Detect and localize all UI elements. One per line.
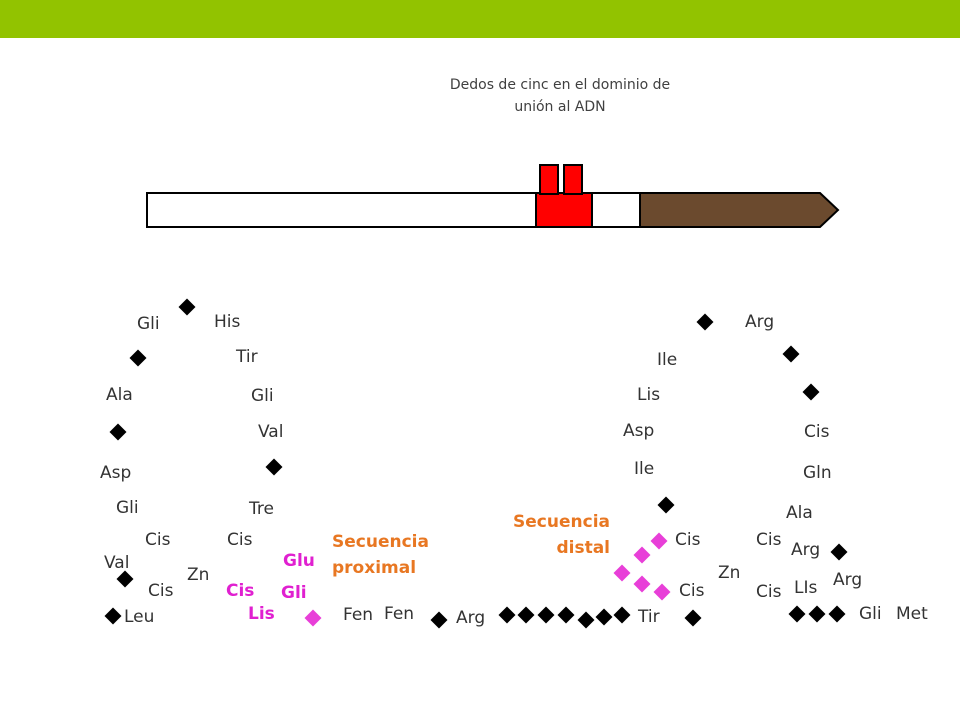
- marker-diamond: [595, 608, 613, 626]
- marker-diamond: [557, 606, 575, 624]
- title-line-2: unión al ADN: [514, 99, 606, 115]
- marker-diamond: [828, 605, 846, 623]
- residue-label: Gln: [803, 463, 832, 483]
- marker-diamond: [265, 458, 283, 476]
- residue-label: Ile: [634, 459, 655, 479]
- residue-label: Leu: [124, 607, 155, 627]
- marker-diamond: [116, 570, 134, 588]
- marker-diamond: [109, 423, 127, 441]
- residue-label: Val: [258, 422, 284, 442]
- residue-label: Asp: [623, 421, 655, 441]
- marker-diamond: [830, 543, 848, 561]
- marker-diamond-magenta: [633, 575, 651, 593]
- marker-diamond: [517, 606, 535, 624]
- residue-label: Cis: [756, 530, 782, 550]
- residue-label: Ala: [786, 503, 813, 523]
- marker-diamond: [782, 345, 800, 363]
- zinc-finger-block: [535, 192, 593, 228]
- residue-label-magenta: Cis: [226, 581, 255, 601]
- residue-label: Lis: [637, 385, 661, 405]
- marker-diamond-magenta: [304, 609, 322, 627]
- residue-label: Ala: [106, 385, 133, 405]
- residue-label: Gli: [137, 314, 160, 334]
- terminal-arrow-block: [639, 192, 840, 228]
- marker-diamond-magenta: [650, 532, 668, 550]
- marker-diamond: [104, 607, 122, 625]
- residue-label: Cis: [679, 581, 705, 601]
- residue-label: Gli: [859, 604, 882, 624]
- residue-label: Cis: [756, 582, 782, 602]
- residue-label-magenta: Lis: [248, 604, 275, 624]
- residue-label: Tre: [249, 499, 274, 519]
- residue-label: Cis: [227, 530, 253, 550]
- header-bar: [0, 0, 960, 38]
- marker-diamond: [684, 609, 702, 627]
- residue-label: Cis: [804, 422, 830, 442]
- marker-diamond-magenta: [633, 546, 651, 564]
- marker-diamond: [129, 349, 147, 367]
- marker-diamond: [430, 611, 448, 629]
- residue-label: Arg: [745, 312, 775, 332]
- residue-label: Cis: [148, 581, 174, 601]
- distal-line-1: Secuencia: [513, 512, 610, 532]
- residue-label-magenta: Gli: [281, 583, 307, 603]
- marker-diamond-magenta: [653, 583, 671, 601]
- marker-diamond: [802, 383, 820, 401]
- residue-label: Gli: [116, 498, 139, 518]
- residue-label: Met: [896, 604, 928, 624]
- marker-diamond: [696, 313, 714, 331]
- residue-label: Tir: [236, 347, 258, 367]
- distal-line-2: distal: [556, 538, 610, 558]
- residue-label: His: [214, 312, 241, 332]
- marker-diamond: [788, 605, 806, 623]
- residue-label: Arg: [456, 608, 486, 628]
- marker-diamond: [808, 605, 826, 623]
- marker-diamond: [178, 298, 196, 316]
- title-line-1: Dedos de cinc en el dominio de: [449, 77, 671, 93]
- marker-diamond: [537, 606, 555, 624]
- marker-diamond: [498, 606, 516, 624]
- residue-label: Ile: [657, 350, 678, 370]
- residue-label: Fen: [384, 604, 415, 624]
- residue-label: Cis: [145, 530, 171, 550]
- marker-diamond: [613, 606, 631, 624]
- zinc-label: Zn: [718, 563, 741, 583]
- zinc-finger-tab-2: [563, 164, 583, 195]
- residue-label: Gli: [251, 386, 274, 406]
- zinc-finger-tab-1: [539, 164, 559, 195]
- proximal-line-2: proximal: [332, 558, 417, 578]
- residue-label: Fen: [343, 605, 374, 625]
- zinc-label: Zn: [187, 565, 210, 585]
- residue-label: Asp: [100, 463, 132, 483]
- proximal-line-1: Secuencia: [332, 532, 429, 552]
- residue-label: LIs: [794, 578, 818, 598]
- residue-label-magenta: Glu: [283, 551, 315, 571]
- marker-diamond: [577, 611, 595, 629]
- residue-label: Arg: [791, 540, 821, 560]
- residue-label: Cis: [675, 530, 701, 550]
- marker-diamond: [657, 496, 675, 514]
- bar-segment-white-left: [146, 192, 537, 228]
- proximal-sequence-label: Secuencia proximal: [332, 529, 429, 581]
- residue-label: Arg: [833, 570, 863, 590]
- marker-diamond-magenta: [613, 564, 631, 582]
- distal-sequence-label: Secuencia distal: [508, 509, 610, 561]
- bar-segment-white-right: [591, 192, 641, 228]
- residue-label: Val: [104, 553, 130, 573]
- diagram-title: Dedos de cinc en el dominio de unión al …: [420, 74, 700, 118]
- residue-label: Tir: [638, 607, 660, 627]
